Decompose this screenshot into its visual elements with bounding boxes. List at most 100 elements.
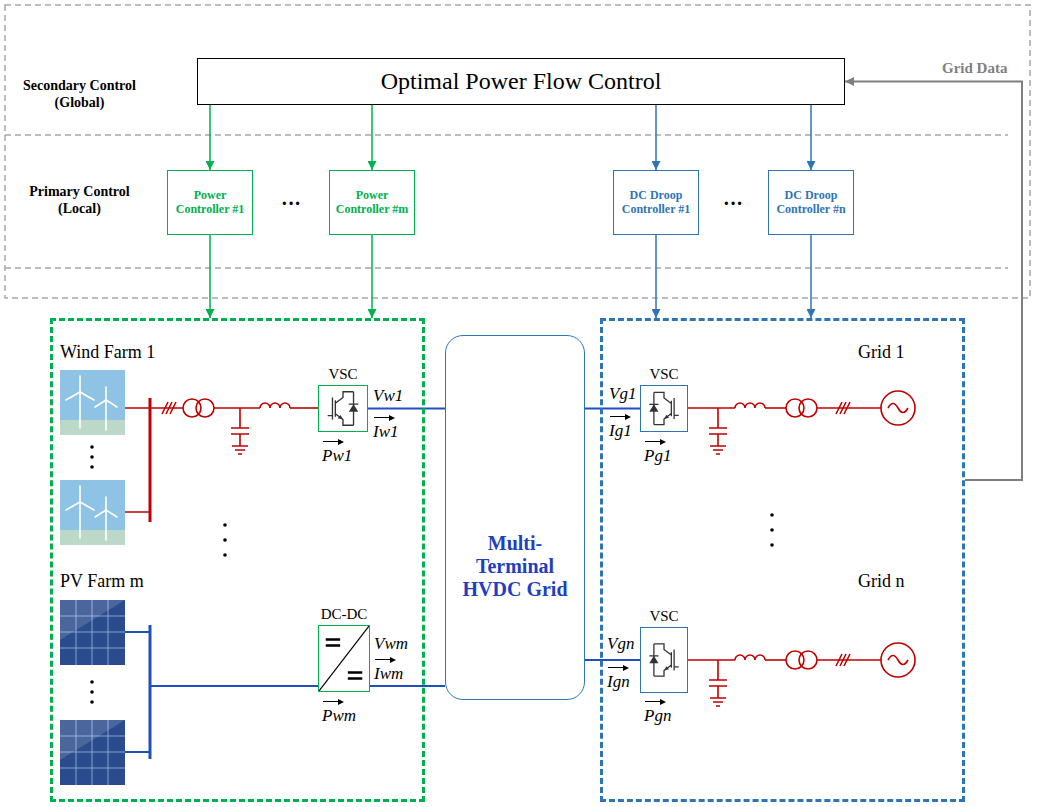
pv-panels bbox=[60, 600, 125, 785]
box-label: Power Controller #1 bbox=[171, 189, 249, 217]
continuation-dots bbox=[90, 690, 94, 694]
edge-label: Grid Data bbox=[940, 60, 1009, 77]
continuation-dots bbox=[770, 513, 774, 517]
ac-wiring bbox=[817, 659, 881, 661]
control-arrow bbox=[209, 105, 211, 170]
control-frame bbox=[5, 5, 1030, 298]
control-arrow bbox=[845, 82, 1022, 481]
box-label: DC Droop Controller #1 bbox=[617, 189, 695, 217]
ac-wiring bbox=[888, 656, 908, 665]
continuation-dots bbox=[223, 553, 227, 557]
power-controller-box: Power Controller #m bbox=[329, 170, 415, 235]
source-region: Wind Farm 1 PV Farm m VSC DC-DC bbox=[50, 318, 425, 802]
pv-panels bbox=[60, 720, 125, 785]
control-frame bbox=[5, 5, 1030, 298]
control-frame bbox=[5, 134, 1008, 136]
signal-name: Vw1 bbox=[373, 386, 403, 406]
control-arrow bbox=[371, 105, 373, 170]
igbt-symbol bbox=[338, 415, 343, 419]
continuation-dots bbox=[770, 543, 774, 547]
ac-wiring bbox=[709, 660, 727, 706]
ac-wiring bbox=[260, 403, 290, 408]
pv-panels bbox=[60, 600, 125, 665]
ac-wiring bbox=[214, 407, 260, 409]
signal-name: Iw1 bbox=[373, 414, 399, 442]
dc-link-wire bbox=[585, 659, 640, 661]
wind-turbines bbox=[60, 480, 125, 545]
area-label: PV Farm m bbox=[60, 571, 144, 592]
signal-name: Ign bbox=[607, 664, 630, 692]
control-arrow bbox=[655, 235, 657, 318]
ac-wiring bbox=[836, 402, 850, 414]
wind-turbines bbox=[60, 370, 125, 435]
converter-box: VSC bbox=[640, 385, 688, 432]
signal-name: Vgn bbox=[607, 634, 634, 654]
area-label: Grid 1 bbox=[858, 342, 905, 363]
igbt-symbol bbox=[649, 392, 678, 424]
igbt-symbol bbox=[649, 644, 678, 676]
dc-wiring bbox=[125, 625, 318, 759]
igbt-symbol bbox=[641, 628, 687, 692]
control-level-label: Secondary Control (Global) bbox=[12, 78, 147, 112]
signal-name: Vwm bbox=[374, 634, 408, 654]
continuation-dots bbox=[90, 700, 94, 704]
continuation-dots bbox=[223, 538, 227, 542]
signal-name: Iwm bbox=[374, 656, 403, 684]
ac-wiring bbox=[817, 407, 881, 409]
ac-wiring bbox=[881, 391, 915, 425]
droop-controller-box: DC Droop Controller #1 bbox=[613, 170, 699, 235]
droop-controller-box: DC Droop Controller #n bbox=[768, 170, 854, 235]
ac-wiring bbox=[799, 399, 817, 417]
igbt-symbol bbox=[649, 656, 658, 663]
control-arrow bbox=[209, 235, 211, 318]
igbt-symbol bbox=[664, 415, 669, 419]
box-label: Power Controller #m bbox=[333, 189, 411, 217]
converter-box: VSC bbox=[640, 627, 688, 693]
signal-name: Pw1 bbox=[322, 438, 352, 466]
ac-wiring bbox=[881, 643, 915, 677]
ac-wiring bbox=[765, 407, 786, 409]
ac-wiring bbox=[709, 408, 727, 454]
control-frame bbox=[5, 267, 1008, 269]
ac-wiring bbox=[290, 407, 318, 409]
control-arrow bbox=[655, 105, 657, 170]
dc-link-wire bbox=[585, 408, 640, 410]
ac-wiring bbox=[836, 654, 850, 666]
continuation-dots bbox=[90, 455, 94, 459]
ac-wiring bbox=[735, 655, 765, 660]
igbt-symbol bbox=[328, 392, 359, 426]
ac-wiring bbox=[149, 398, 152, 522]
dc-wiring bbox=[149, 625, 152, 759]
continuation-dots bbox=[90, 445, 94, 449]
signal-name: Pg1 bbox=[644, 438, 671, 466]
ellipsis: ··· bbox=[723, 192, 743, 215]
ac-wiring bbox=[735, 403, 765, 408]
dc-dc-symbol bbox=[319, 626, 369, 691]
converter-label: VSC bbox=[649, 608, 678, 625]
dc-link-wire bbox=[368, 408, 445, 410]
igbt-symbol bbox=[328, 392, 359, 426]
area-label: Grid n bbox=[858, 571, 905, 592]
igbt-symbol bbox=[664, 666, 669, 670]
area-label: Wind Farm 1 bbox=[60, 342, 155, 363]
grid-region: Grid 1 Grid n VSC VSC bbox=[600, 318, 965, 802]
control-level-label: Primary Control (Local) bbox=[12, 184, 147, 218]
control-arrow bbox=[810, 235, 812, 318]
dc-link-wire bbox=[370, 685, 445, 687]
wind-turbines bbox=[60, 370, 125, 545]
converter-label: VSC bbox=[328, 366, 357, 383]
ac-wiring bbox=[125, 408, 183, 512]
dc-dc-symbol bbox=[319, 626, 369, 691]
igbt-symbol bbox=[649, 404, 658, 411]
box-label: Multi-Terminal HVDC Grid bbox=[453, 532, 577, 601]
ac-wiring bbox=[231, 408, 249, 454]
continuation-dots bbox=[90, 680, 94, 684]
control-arrow bbox=[371, 235, 373, 318]
power-controller-box: Power Controller #1 bbox=[167, 170, 253, 235]
signal-name: Vg1 bbox=[609, 384, 636, 404]
dc-dc-box: DC-DC bbox=[318, 625, 370, 692]
igbt-symbol bbox=[641, 386, 687, 431]
dc-dc-symbol bbox=[326, 640, 363, 679]
signal-name: Pwm bbox=[322, 698, 356, 726]
